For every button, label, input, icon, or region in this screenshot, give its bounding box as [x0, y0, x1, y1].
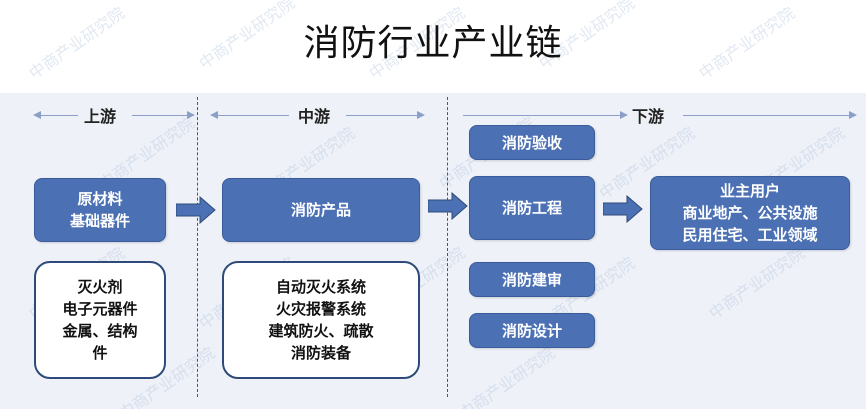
stage-arrow-left-head: [210, 111, 218, 119]
midstream-detail-line: 自动灭火系统: [275, 278, 366, 296]
downstream-service-box: 消防验收: [469, 125, 595, 160]
upstream-detail-box: 灭火剂 电子元器件 金属、结构 件: [34, 261, 166, 379]
downstream-users-box: 业主用户 商业地产、公共设施 民用住宅、工业领域: [650, 176, 850, 250]
downstream-service-box: 消防设计: [469, 313, 595, 348]
stage-label-midstream: 中游: [298, 107, 331, 126]
upstream-detail-line: 灭火剂: [77, 278, 123, 296]
stage-line: [683, 115, 853, 116]
upstream-detail-line: 件: [92, 344, 108, 362]
downstream-users-line: 业主用户: [719, 182, 780, 200]
stage-arrow-right-head: [620, 111, 628, 119]
flow-arrow-midstream-to-downstream: [428, 192, 468, 220]
midstream-detail-line: 消防装备: [290, 344, 351, 362]
midstream-detail-line: 火灾报警系统: [275, 300, 366, 318]
downstream-users-line: 商业地产、公共设施: [682, 204, 818, 222]
midstream-detail-line: 建筑防火、疏散: [268, 322, 374, 340]
flow-arrow-upstream-to-midstream: [176, 196, 216, 224]
downstream-users-line: 民用住宅、工业领域: [682, 226, 818, 244]
upstream-detail-line: 电子元器件: [62, 300, 138, 318]
downstream-service-box: 消防工程: [469, 176, 595, 240]
stage-arrow-right-head: [417, 111, 425, 119]
stage-divider: [197, 97, 198, 397]
stage-arrow-left-head: [33, 111, 41, 119]
stage-label-downstream: 下游: [632, 107, 665, 126]
stage-line: [40, 115, 78, 116]
midstream-main-label: 消防产品: [290, 201, 351, 219]
stage-arrow-right-head: [187, 111, 195, 119]
downstream-service-label: 消防设计: [501, 321, 562, 340]
stage-divider: [447, 97, 448, 397]
stage-line: [463, 115, 626, 116]
stage-line: [346, 115, 421, 116]
downstream-service-label: 消防建审: [501, 270, 562, 289]
downstream-service-label: 消防验收: [501, 133, 562, 152]
downstream-service-box: 消防建审: [469, 262, 595, 297]
stage-line: [217, 115, 289, 116]
stage-label-upstream: 上游: [84, 107, 117, 126]
downstream-service-label: 消防工程: [501, 199, 562, 217]
stage-arrow-right-head: [849, 111, 857, 119]
midstream-main-box: 消防产品: [222, 178, 420, 242]
midstream-detail-box: 自动灭火系统 火灾报警系统 建筑防火、疏散 消防装备: [222, 261, 420, 379]
upstream-main-line: 基础器件: [69, 212, 130, 230]
stage-line: [132, 115, 187, 116]
flow-arrow-service-to-users: [603, 195, 643, 223]
upstream-main-line: 原材料: [77, 190, 123, 208]
upstream-detail-line: 金属、结构: [62, 322, 138, 340]
diagram-title: 消防行业产业链: [303, 23, 563, 64]
upstream-main-box: 原材料 基础器件: [34, 178, 166, 242]
